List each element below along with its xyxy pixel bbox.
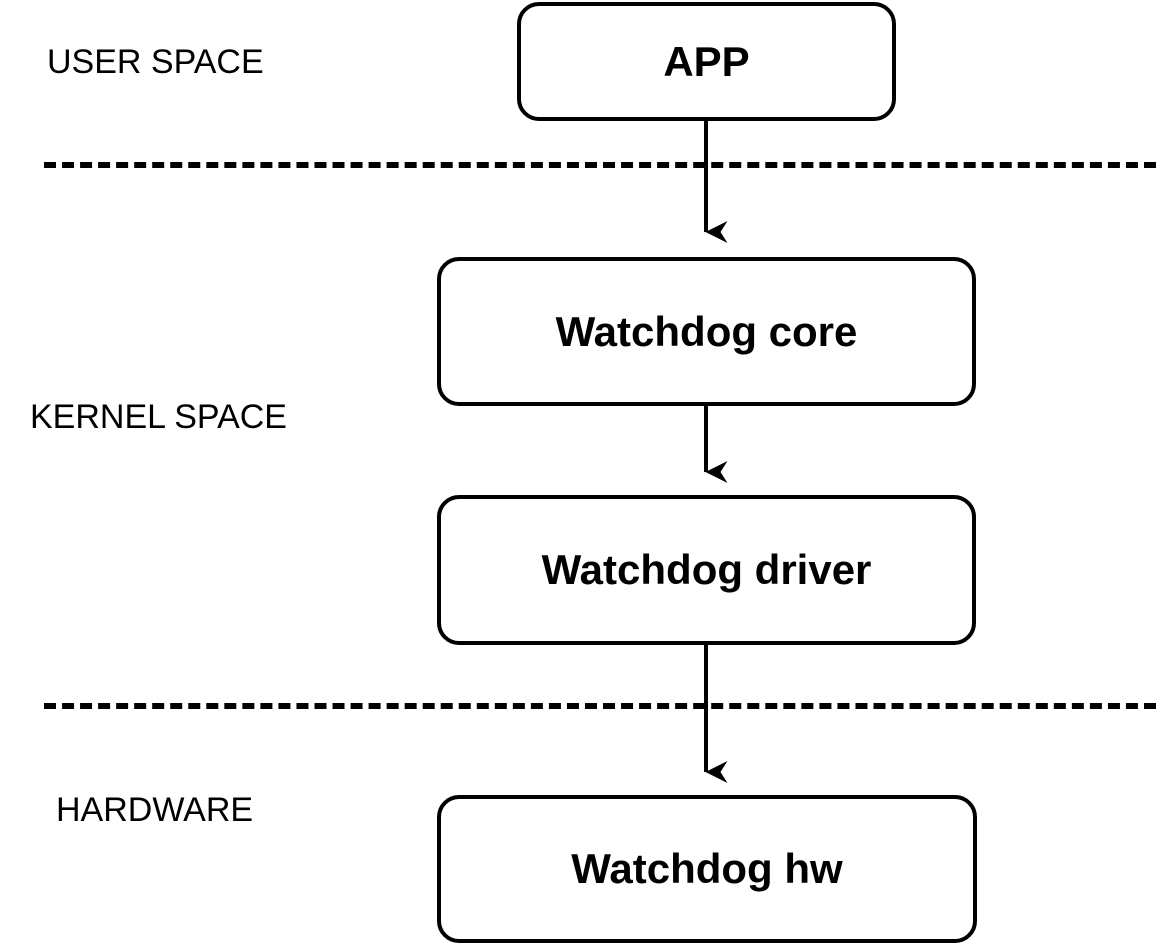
zone-label-hardware: HARDWARE <box>56 791 254 829</box>
node-watchdog-hw[interactable]: Watchdog hw <box>437 795 977 943</box>
zone-label-user-space: USER SPACE <box>47 43 264 81</box>
divider-kernel-hardware <box>44 703 1156 709</box>
node-watchdog-driver[interactable]: Watchdog driver <box>437 495 976 645</box>
node-watchdog-core-label: Watchdog core <box>555 307 858 355</box>
node-watchdog-core[interactable]: Watchdog core <box>437 257 976 406</box>
node-app-label: APP <box>663 37 750 85</box>
node-watchdog-hw-label: Watchdog hw <box>571 845 843 892</box>
node-app[interactable]: APP <box>517 2 896 121</box>
zone-label-kernel-space: KERNEL SPACE <box>30 398 287 436</box>
divider-user-kernel <box>44 162 1156 168</box>
node-watchdog-driver-label: Watchdog driver <box>541 546 872 593</box>
